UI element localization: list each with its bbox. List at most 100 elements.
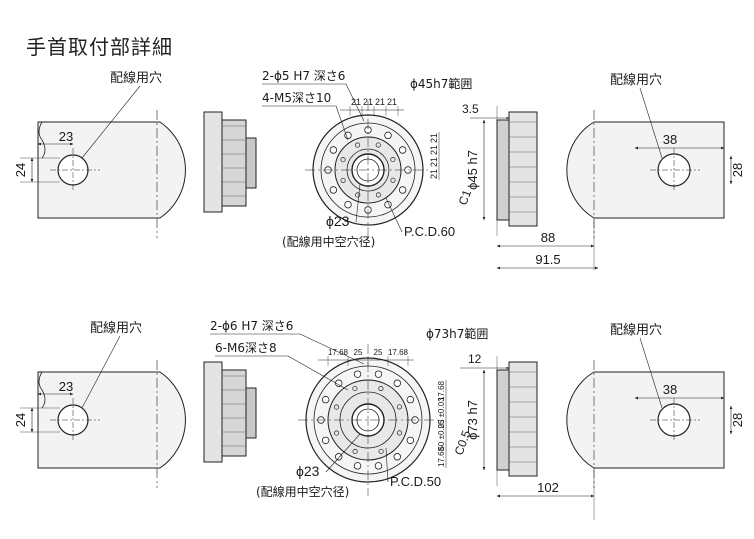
dim-24-label: 24 [13,163,28,177]
tap-hole [375,192,381,198]
pitch-right-label: 50 ±0.03 [437,419,446,451]
tap-leader [335,105,349,141]
leader [81,85,141,159]
bolt-hole [344,200,352,209]
tap-leader [287,355,349,391]
tap-hole [334,404,340,410]
dim-23-label: 23 [59,379,73,394]
fit-len-label: 3.5 [462,102,479,116]
dia-label: ϕ73 h7 [465,400,480,440]
left-hole-label: 配線用穴 [110,70,162,86]
chamfer-label: C1 [456,188,475,208]
tap-hole [352,386,358,392]
pitch-top-label: 21 [363,97,373,107]
pcd-label: P.C.D.60 [404,224,455,239]
left-flange-face [245,137,257,189]
bolt-hole [329,146,338,154]
left-flange-outer [203,361,223,463]
bolt-hole [353,462,362,470]
dim-28-label: 28 [730,413,745,427]
bolt-hole [344,131,352,140]
pitch-top-label: 17.68 [328,348,349,357]
bolt-hole [334,379,343,387]
pitch-right-label: 21 [429,157,439,167]
right-hole-label: 配線用穴 [610,322,662,338]
pitch-right-label: 21 [429,169,439,179]
left-flange-mid [221,119,247,207]
len1-label: 102 [537,480,559,495]
bolt-hole [374,370,383,378]
dia-label: ϕ45 h7 [465,150,480,190]
bore-dia-label: ϕ23 [326,213,350,229]
chamfer-label: C0.5 [452,428,474,457]
tap-hole [334,430,340,436]
bore-note: (配線用中空穴径) [282,234,375,249]
right-flange-face [496,369,510,471]
pcd-leader [385,447,389,483]
bolt-hole [398,146,407,154]
right-hole-label: 配線用穴 [610,72,662,88]
bolt-hole [393,379,402,387]
pitch-right-label: 25 ±0.03 [437,397,446,429]
bolt-hole [374,462,383,470]
tap-hole [355,142,361,148]
left-flange-outer [203,111,223,213]
pitch-right-label: 21 [429,145,439,155]
pitch-top-label: 25 [374,348,383,357]
tap-hole [352,448,358,454]
left-arm-body [37,121,186,219]
pcd-label: P.C.D.50 [390,474,441,489]
left-flange-face [245,387,257,439]
bolt-hole [406,395,415,404]
left-hole-label: 配線用穴 [90,320,142,336]
pitch-right-label: 17.68 [437,380,446,401]
tap-hole [340,157,346,163]
tap-hole [390,177,396,183]
dim-24-label: 24 [13,413,28,427]
pitch-top-label: 25 [354,348,363,357]
fit-label: ϕ45h7範囲 [410,76,472,91]
bolt-hole [406,436,415,445]
right-flange-body [508,111,538,227]
bolt-hole [334,453,343,461]
bolt-hole [321,436,330,445]
bolt-hole [329,186,338,194]
pin-leader [299,333,365,365]
tap-hole [396,430,402,436]
dim-38-label: 38 [663,382,677,397]
bore-dia-label: ϕ23 [296,463,320,479]
dim-28-label: 28 [730,163,745,177]
len2-label: 91.5 [535,252,560,267]
break-line [38,121,46,159]
pitch-top-label: 21 [387,97,397,107]
len1-label: 88 [541,230,555,245]
pitch-right-label: 21 [429,133,439,143]
tap-hole [355,192,361,198]
dim-23-label: 23 [59,129,73,144]
pin-label: 2-ϕ5 H7 深さ6 [262,69,345,83]
pitch-top-label: 17.68 [388,348,409,357]
right-arm-body [566,371,725,469]
left-arm-body [37,371,186,469]
tap-hole [390,157,396,163]
leader [639,337,663,409]
break-line [38,371,46,409]
bore-leader [325,433,361,473]
pitch-top-label: 21 [351,97,361,107]
bore-leader [355,183,361,223]
bore-note: (配線用中空穴径) [256,484,349,499]
tap-hole [396,404,402,410]
tap-hole [340,177,346,183]
tap-hole [378,386,384,392]
pcd-leader [385,197,403,233]
page-title: 手首取付部詳細 [26,35,173,59]
bolt-hole [353,370,362,378]
right-flange-face [496,119,510,221]
left-flange-mid [221,369,247,457]
dim-38-label: 38 [663,132,677,147]
fit-len-label: 12 [468,352,482,366]
right-arm-body [566,121,725,219]
